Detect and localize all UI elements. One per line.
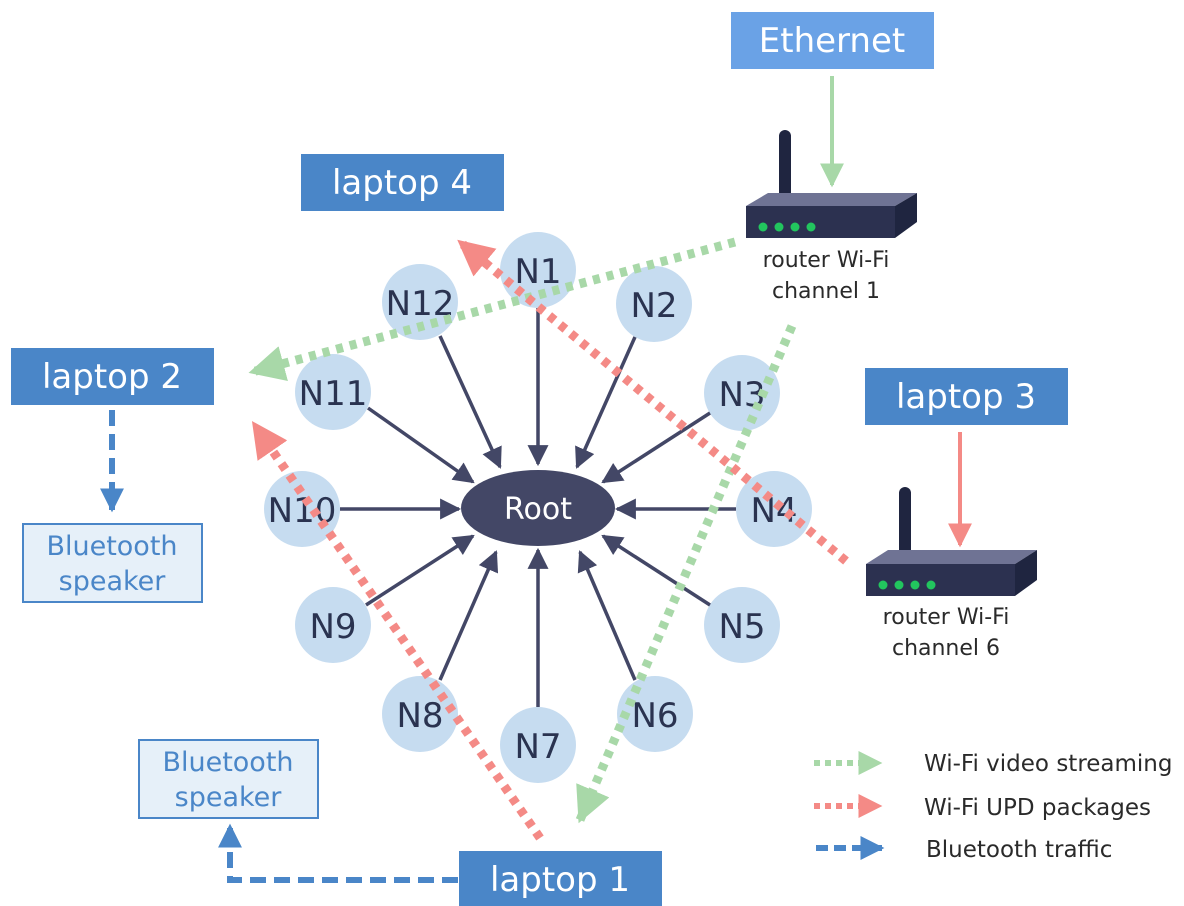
svg-text:N8: N8 xyxy=(396,696,443,736)
svg-text:laptop 1: laptop 1 xyxy=(490,860,630,900)
arrow-n5-root xyxy=(601,534,711,607)
node-to-root-arrows xyxy=(340,308,736,707)
router-channel-1-label-line1: router Wi-Fi xyxy=(763,248,890,273)
arrow-n2-root xyxy=(575,336,637,469)
laptop-1-box: laptop 1 xyxy=(459,851,662,906)
legend-bluetooth-label: Bluetooth traffic xyxy=(926,837,1112,863)
mesh-nodes: N1 N2 N3 N4 N5 N6 N7 N8 N9 N10 N11 N12 xyxy=(264,232,812,783)
svg-text:N12: N12 xyxy=(386,284,455,324)
video-path-router1-laptop1 xyxy=(575,324,797,824)
arrow-n12-root xyxy=(438,335,502,469)
node-n2: N2 xyxy=(616,266,692,342)
svg-text:N11: N11 xyxy=(299,374,368,414)
root-node: Root xyxy=(461,470,615,546)
router-channel-6-icon xyxy=(866,487,1037,596)
video-streaming-paths xyxy=(248,237,797,824)
svg-text:Ethernet: Ethernet xyxy=(759,21,905,61)
router-channel-1-label-line2: channel 1 xyxy=(772,279,880,304)
svg-text:Bluetooth: Bluetooth xyxy=(46,531,177,562)
svg-text:speaker: speaker xyxy=(175,782,283,813)
node-n11: N11 xyxy=(295,354,371,430)
laptop-3-box: laptop 3 xyxy=(865,368,1068,425)
svg-text:speaker: speaker xyxy=(59,566,167,597)
node-n12: N12 xyxy=(382,264,458,340)
svg-text:N9: N9 xyxy=(309,607,356,647)
bluetooth-speaker-2: Bluetooth speaker xyxy=(138,739,319,819)
svg-text:laptop 2: laptop 2 xyxy=(42,357,182,397)
svg-text:N6: N6 xyxy=(631,696,678,736)
svg-text:laptop 3: laptop 3 xyxy=(896,377,1036,417)
node-n6: N6 xyxy=(617,676,693,752)
legend-udp-label: Wi-Fi UPD packages xyxy=(924,795,1151,821)
laptop-1-bluetooth-path xyxy=(218,823,458,883)
ethernet-box: Ethernet xyxy=(731,12,934,69)
arrow-n3-root xyxy=(601,411,711,484)
node-n3: N3 xyxy=(704,355,780,431)
arrow-n9-root xyxy=(365,534,475,607)
svg-text:N5: N5 xyxy=(718,607,765,647)
node-n9: N9 xyxy=(295,587,371,663)
svg-text:Root: Root xyxy=(504,492,572,527)
router-channel-6-label-line2: channel 6 xyxy=(892,636,1000,661)
arrow-n8-root xyxy=(438,550,499,681)
svg-text:N2: N2 xyxy=(630,286,677,326)
svg-text:Bluetooth: Bluetooth xyxy=(162,747,293,778)
router-channel-1-icon xyxy=(746,130,917,238)
legend-video-label: Wi-Fi video streaming xyxy=(924,751,1173,777)
bluetooth-speaker-1: Bluetooth speaker xyxy=(22,523,203,603)
laptop-2-box: laptop 2 xyxy=(11,348,214,405)
node-n8: N8 xyxy=(382,676,458,752)
node-n7: N7 xyxy=(500,707,576,783)
svg-text:N7: N7 xyxy=(514,727,561,767)
svg-text:N1: N1 xyxy=(514,252,561,292)
node-n1: N1 xyxy=(500,232,576,308)
laptop-4-box: laptop 4 xyxy=(301,154,504,211)
svg-text:laptop 4: laptop 4 xyxy=(332,163,472,203)
arrow-n11-root xyxy=(366,406,475,484)
arrow-n6-root xyxy=(577,550,637,681)
legend: Wi-Fi video streaming Wi-Fi UPD packages… xyxy=(814,751,1173,863)
node-n5: N5 xyxy=(704,587,780,663)
router-channel-6-label-line1: router Wi-Fi xyxy=(883,605,1010,630)
